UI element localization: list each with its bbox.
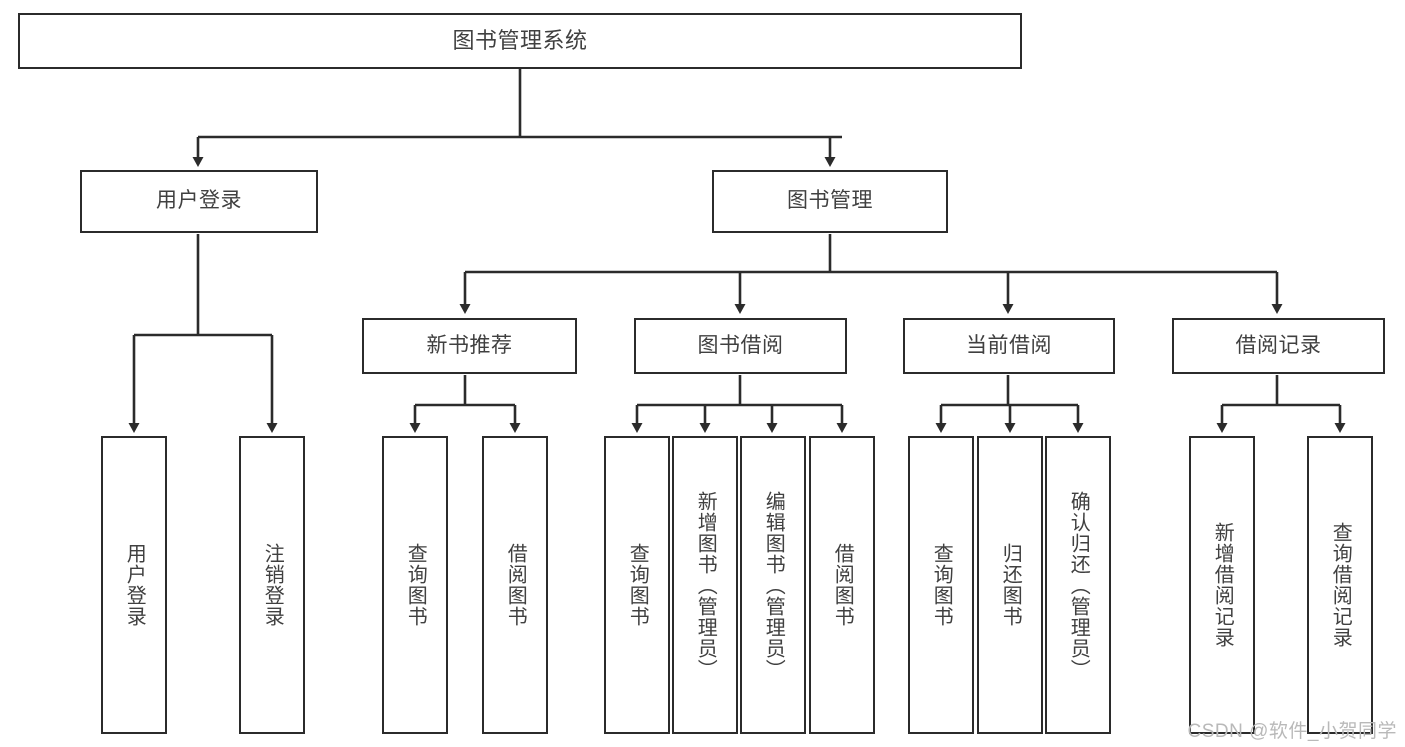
node-label: 图书管理系统 (452, 28, 588, 54)
node-current-borrow[interactable]: 当前借阅 (903, 318, 1115, 374)
node-root-system[interactable]: 图书管理系统 (18, 13, 1022, 69)
node-label: 用户登录 (123, 543, 146, 627)
node-label: 查询图书 (626, 543, 649, 627)
node-new-book-recommend[interactable]: 新书推荐 (362, 318, 577, 374)
node-label: 新增借阅记录 (1211, 522, 1234, 648)
leaf-add-borrow-record[interactable]: 新增借阅记录 (1189, 436, 1255, 734)
node-label: 当前借阅 (966, 333, 1052, 357)
leaf-user-login[interactable]: 用户登录 (101, 436, 167, 734)
leaf-query-book-recommend[interactable]: 查询图书 (382, 436, 448, 734)
node-label: 借阅图书 (831, 543, 854, 627)
leaf-borrow-book[interactable]: 借阅图书 (809, 436, 875, 734)
node-label: 查询图书 (404, 543, 427, 627)
node-label: 查询借阅记录 (1329, 522, 1352, 648)
leaf-query-borrow-record[interactable]: 查询借阅记录 (1307, 436, 1373, 734)
leaf-query-book-borrow[interactable]: 查询图书 (604, 436, 670, 734)
node-label: 借阅记录 (1235, 333, 1322, 357)
node-label: 新书推荐 (426, 333, 513, 357)
node-label: 借阅图书 (504, 543, 527, 627)
node-label: 归还图书 (999, 543, 1022, 627)
leaf-edit-book-admin[interactable]: 编辑图书（管理员） (740, 436, 806, 734)
node-label: 编辑图书（管理员） (762, 490, 785, 680)
leaf-confirm-return-admin[interactable]: 确认归还（管理员） (1045, 436, 1111, 734)
leaf-logout[interactable]: 注销登录 (239, 436, 305, 734)
node-book-management[interactable]: 图书管理 (712, 170, 948, 233)
watermark: CSDN @软件_小贺同学 (1187, 721, 1397, 742)
node-user-login[interactable]: 用户登录 (80, 170, 318, 233)
node-label: 用户登录 (156, 189, 242, 213)
node-borrow-records[interactable]: 借阅记录 (1172, 318, 1385, 374)
node-label: 注销登录 (261, 543, 284, 627)
node-label: 新增图书（管理员） (694, 490, 717, 680)
leaf-add-book-admin[interactable]: 新增图书（管理员） (672, 436, 738, 734)
node-label: 查询图书 (930, 543, 953, 627)
node-book-borrow[interactable]: 图书借阅 (634, 318, 847, 374)
node-label: 确认归还（管理员） (1067, 490, 1090, 680)
leaf-query-book-current[interactable]: 查询图书 (908, 436, 974, 734)
node-label: 图书管理 (787, 189, 873, 213)
node-label: 图书借阅 (697, 333, 784, 357)
leaf-borrow-book-recommend[interactable]: 借阅图书 (482, 436, 548, 734)
leaf-return-book[interactable]: 归还图书 (977, 436, 1043, 734)
